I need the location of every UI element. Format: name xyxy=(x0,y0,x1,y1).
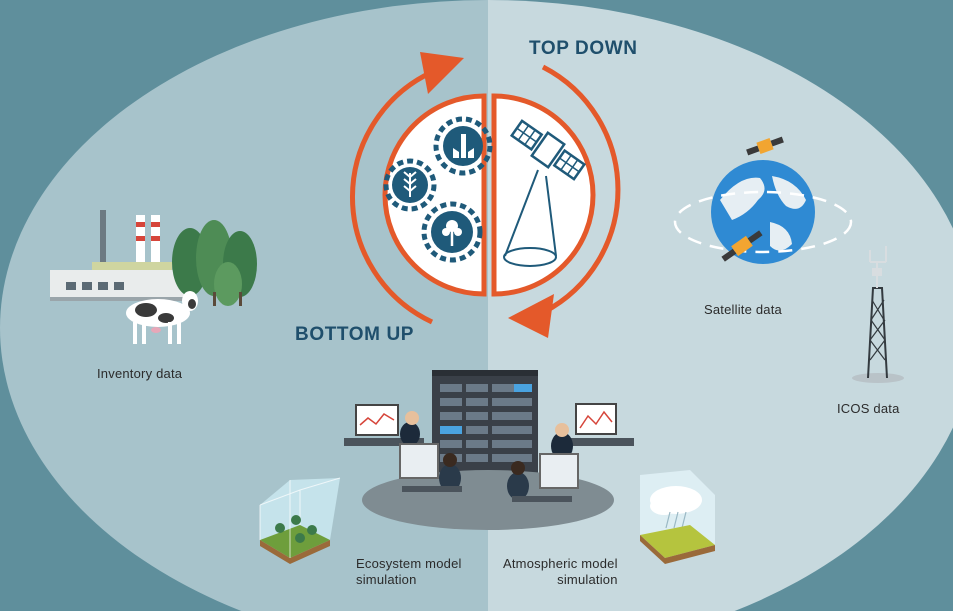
factory-gear-icon xyxy=(433,116,493,176)
wheat-gear-icon xyxy=(383,158,437,212)
inventory-data-label: Inventory data xyxy=(97,366,183,381)
server-units xyxy=(440,384,532,462)
forest-icon xyxy=(172,220,257,306)
atmospheric-model-line1: Atmospheric model xyxy=(503,556,618,571)
factory-icon xyxy=(50,210,190,301)
atmospheric-cube-icon xyxy=(640,470,715,564)
workstation-front xyxy=(362,443,614,530)
tree-gear-icon xyxy=(421,201,483,263)
orbiting-satellite-icon-2 xyxy=(721,230,763,262)
ecosystem-cube-icon xyxy=(259,477,341,564)
ecosystem-model-label: Ecosystem model simulation xyxy=(356,556,462,588)
atmospheric-model-line2: simulation xyxy=(557,572,618,587)
satellite-data-label: Satellite data xyxy=(704,302,782,317)
orbiting-satellite-icon xyxy=(746,136,784,156)
top-down-half-circle xyxy=(491,93,596,297)
top-down-label: TOP DOWN xyxy=(529,38,638,59)
atmospheric-model-label: Atmospheric model simulation xyxy=(503,556,618,588)
globe-icon xyxy=(673,136,853,264)
satellite-beam xyxy=(503,169,557,267)
ecosystem-model-line2: simulation xyxy=(356,572,417,587)
ecosystem-model-line1: Ecosystem model xyxy=(356,556,462,571)
satellite-icon xyxy=(509,119,587,181)
icos-data-label: ICOS data xyxy=(837,401,900,416)
bottom-up-label: BOTTOM UP xyxy=(295,324,415,345)
cow-icon xyxy=(126,291,198,344)
workstation-left xyxy=(344,404,424,446)
tower-icon xyxy=(852,246,904,383)
workstation-right xyxy=(551,403,634,460)
bottom-up-arrow xyxy=(349,52,464,325)
top-down-arrow xyxy=(508,64,621,338)
